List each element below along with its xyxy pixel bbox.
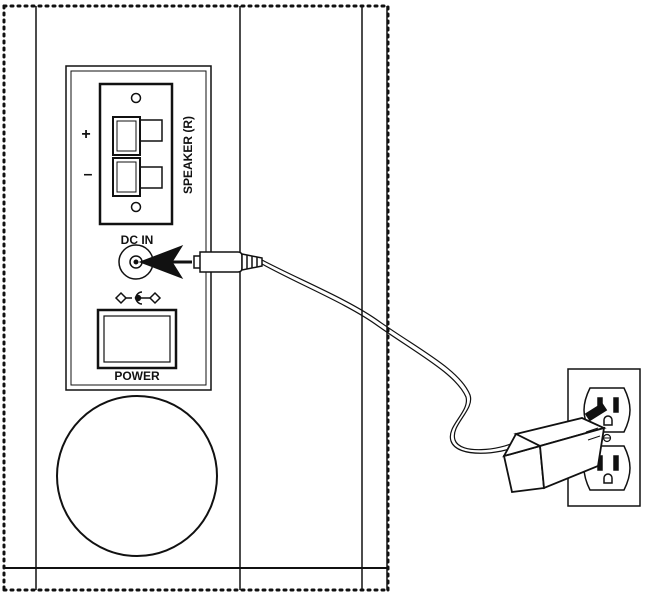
terminal-minus-lever[interactable] — [139, 166, 163, 189]
speaker-terminal — [98, 82, 174, 226]
power-cable — [261, 259, 518, 454]
speaker-cabinet — [2, 4, 390, 592]
ac-power-adapter-icon[interactable] — [502, 402, 608, 493]
power-label: POWER — [114, 369, 160, 383]
minus-sign: – — [84, 166, 93, 183]
terminal-screw-bottom — [130, 201, 142, 213]
terminal-plus-lever[interactable] — [139, 119, 163, 142]
speaker-label: SPEAKER (R) — [181, 116, 195, 194]
rear-panel — [65, 65, 212, 391]
adapter-side-face — [539, 426, 606, 490]
plus-sign: + — [81, 126, 90, 143]
dc-polarity-symbol-icon — [114, 291, 162, 305]
adapter-left-face — [502, 432, 543, 458]
terminal-minus-clip-inner — [116, 161, 137, 193]
outlet-center-screw — [602, 433, 612, 443]
insert-arrow-icon — [138, 245, 192, 279]
power-switch-rocker[interactable] — [103, 315, 171, 363]
rear-panel-inner — [70, 70, 207, 386]
speaker-port — [56, 395, 218, 557]
cabinet-dotted-outline — [2, 4, 390, 592]
dc-plug-body — [199, 251, 243, 273]
dc-plug-icon[interactable] — [193, 251, 263, 273]
rear-panel-outer — [65, 65, 212, 391]
terminal-plus-clip-inner — [116, 120, 137, 152]
dc-in-jack-pin — [133, 259, 139, 265]
power-switch-bezel — [96, 308, 178, 370]
adapter-prongs — [584, 402, 608, 422]
terminal-plate — [98, 82, 174, 226]
power-switch[interactable] — [96, 308, 178, 370]
terminal-screw-top — [130, 92, 142, 104]
dc-in-label: DC IN — [121, 233, 154, 247]
